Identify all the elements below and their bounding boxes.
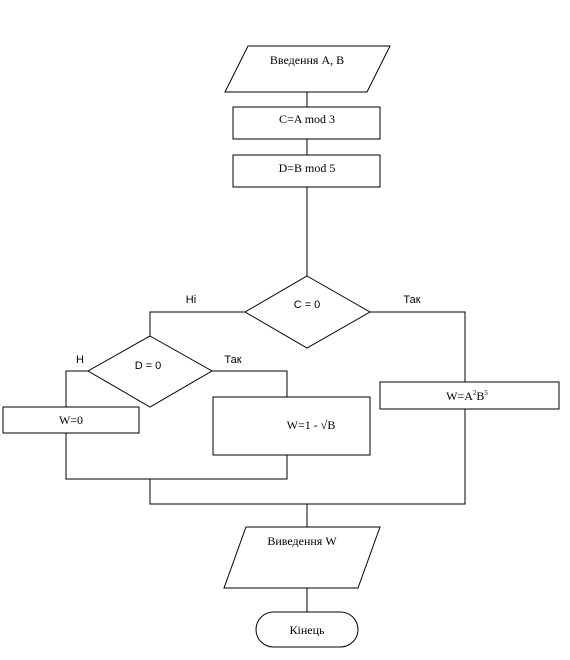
assign-w-pow-b: B [476,389,484,403]
connector-cond-d-merge [65,433,288,480]
calc-d-box [232,154,381,188]
assign-w-pow-b-exp: 5 [484,389,488,397]
input-parallelogram [224,45,391,93]
assign-w-pow-a-exp: 2 [473,389,477,397]
connectors [65,92,466,612]
input-label: Введення А, В [270,53,344,67]
output-label: Виведення W [267,534,337,548]
assign-w-pow-box [379,381,560,410]
output-parallelogram [223,526,381,589]
cond-c-diamond [244,275,372,349]
connector-cond-c-no-branch [149,311,245,336]
calc-c-box [232,106,381,140]
calc-d-label: D=B mod 5 [279,161,336,175]
cond-d-yes-label: Так [224,354,241,366]
calc-c-label: C=A mod 3 [279,112,335,126]
connector-cond-d-yes-branch [212,370,288,397]
assign-w-pow-label: W=A2B5 [446,389,488,403]
cond-d-label: D = 0 [135,360,162,372]
cond-c-yes-label: Так [403,294,420,306]
assign-w0-box [2,406,140,434]
connector-cond-c-yes-branch [370,311,466,382]
assign-w-sqrt-label: W=1 - √B [287,418,336,432]
cond-c-label: C = 0 [294,299,321,311]
assign-w0-label: W=0 [59,413,83,427]
assign-w-sqrt-box [212,396,371,456]
cond-c-no-label: Ні [186,294,196,306]
assign-w-pow-a: W=A [446,389,473,403]
cond-d-no-label: Н [76,354,84,366]
cond-d-diamond [86,335,214,408]
end-label: Кінець [290,623,326,637]
connector-cond-d-no-branch [65,370,88,407]
end-terminator [255,611,359,648]
